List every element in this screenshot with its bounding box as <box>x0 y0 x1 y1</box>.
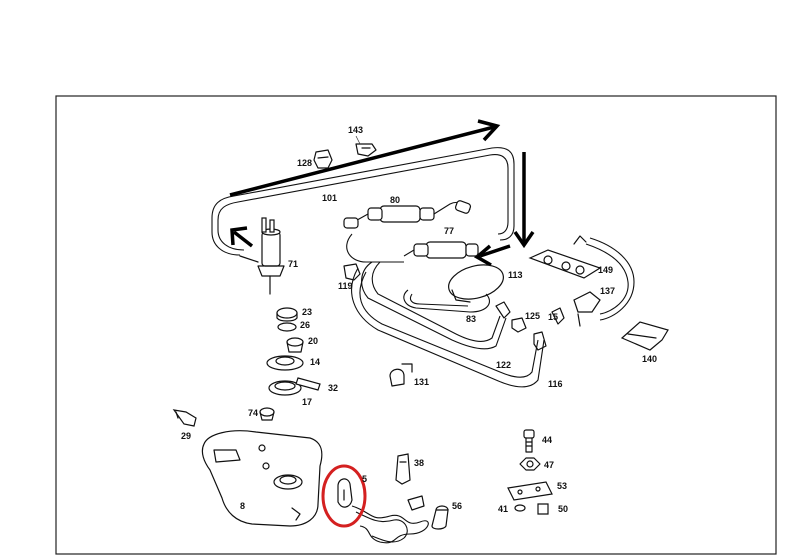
label-26: 26 <box>300 320 310 330</box>
label-44: 44 <box>542 435 552 445</box>
label-23: 23 <box>302 307 312 317</box>
label-77: 77 <box>444 226 454 236</box>
label-50: 50 <box>558 504 568 514</box>
part-56-sleeve <box>431 505 449 530</box>
label-140: 140 <box>642 354 657 364</box>
label-47: 47 <box>544 460 554 470</box>
part-5-washer-pump <box>337 478 353 508</box>
part-80-valve <box>343 200 472 229</box>
part-131-clamp <box>389 363 413 387</box>
label-5: 5 <box>362 474 367 484</box>
part-119-clip <box>343 263 361 281</box>
hose-loop-101-inner <box>217 154 509 251</box>
part-128-clip <box>313 149 333 169</box>
label-80: 80 <box>390 195 400 205</box>
label-38: 38 <box>414 458 424 468</box>
part-53-bracket <box>507 481 553 501</box>
part-77-valve <box>403 241 479 259</box>
part-137-connector <box>573 291 601 327</box>
part-29-sensor <box>172 409 197 427</box>
flow-arrow-left-upper <box>230 226 254 248</box>
part-71-pump <box>239 217 285 295</box>
part-14-neck <box>266 355 304 371</box>
hose-137 <box>585 243 629 315</box>
label-29: 29 <box>181 431 191 441</box>
part-26-gasket <box>277 322 297 332</box>
hose-116 <box>351 267 545 388</box>
label-116: 116 <box>548 379 563 389</box>
part-23-cap <box>276 307 298 322</box>
part-74-grommet <box>259 407 275 421</box>
label-137: 137 <box>600 286 615 296</box>
label-119: 119 <box>338 281 353 291</box>
part-50-clip <box>537 503 549 515</box>
part-20-screen <box>286 337 304 353</box>
part-32-strap <box>295 377 321 391</box>
hose-loop-101 <box>211 147 515 256</box>
label-32: 32 <box>328 383 338 393</box>
label-101: 101 <box>322 193 337 203</box>
label-41: 41 <box>498 504 508 514</box>
label-15: 15 <box>548 312 558 322</box>
highlight-circle <box>321 464 367 528</box>
flow-arrow-left-lower <box>473 244 511 267</box>
hose-clip-pair <box>407 495 425 511</box>
part-47-washer <box>519 457 541 471</box>
hose-83 <box>403 289 490 313</box>
part-44-bolt <box>523 429 535 453</box>
flow-arrow-down <box>513 152 535 249</box>
coiled-hose <box>351 505 429 544</box>
label-56: 56 <box>452 501 462 511</box>
label-149: 149 <box>598 265 613 275</box>
part-8-reservoir-tank <box>201 430 323 527</box>
part-149-bracket <box>528 235 602 279</box>
part-140-bracket <box>620 321 669 351</box>
hose-122 <box>361 261 507 350</box>
label-122: 122 <box>496 360 511 370</box>
part-17-ring <box>268 380 302 396</box>
part-38-connector <box>395 453 411 485</box>
label-113: 113 <box>508 270 523 280</box>
flow-arrow-top <box>229 119 501 197</box>
label-83: 83 <box>466 314 476 324</box>
label-17: 17 <box>302 397 312 407</box>
part-125-fittings <box>495 301 565 351</box>
label-131: 131 <box>414 377 429 387</box>
label-20: 20 <box>308 336 318 346</box>
label-125: 125 <box>525 311 540 321</box>
label-143: 143 <box>348 125 363 135</box>
label-128: 128 <box>297 158 312 168</box>
label-74: 74 <box>248 408 258 418</box>
label-53: 53 <box>557 481 567 491</box>
part-143-clamp <box>355 135 377 157</box>
part-113-reservoir <box>448 264 504 303</box>
label-8: 8 <box>240 501 245 511</box>
diagram-border <box>55 95 777 555</box>
label-71: 71 <box>288 259 298 269</box>
label-14: 14 <box>310 357 320 367</box>
part-41-nut <box>514 504 526 512</box>
